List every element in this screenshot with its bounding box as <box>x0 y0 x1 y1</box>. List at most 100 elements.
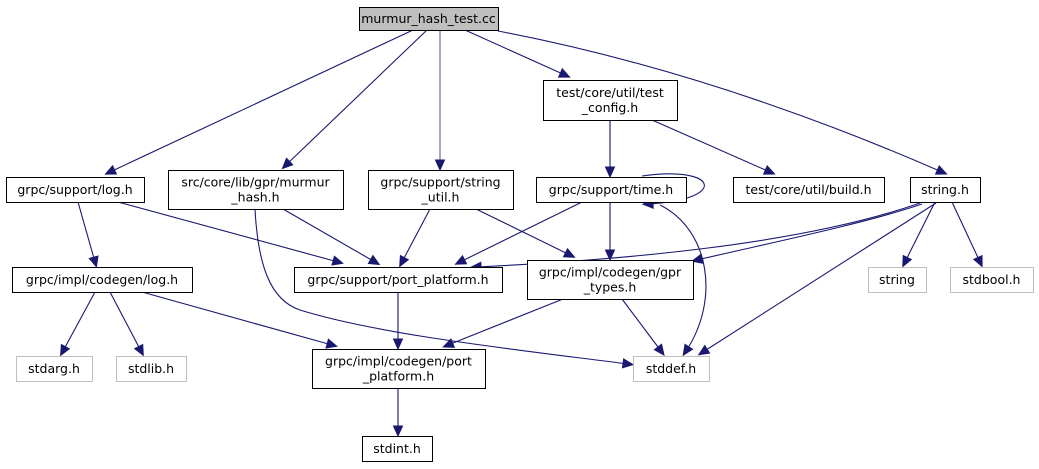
arrowhead-icon <box>399 254 410 268</box>
node-label: test/core/util/build.h <box>745 182 871 197</box>
node-label: _types.h <box>583 280 637 295</box>
arrowhead-icon <box>104 164 118 175</box>
edge-line <box>464 29 566 76</box>
node-box <box>633 356 710 382</box>
arrowhead-icon <box>690 253 704 264</box>
node-box <box>312 349 486 389</box>
node-box <box>733 177 885 203</box>
node-box <box>12 267 193 293</box>
node-box <box>168 170 344 210</box>
node-box <box>950 267 1034 293</box>
arrowhead-icon <box>653 343 665 356</box>
arrowhead-icon <box>392 425 404 438</box>
node-label: stdint.h <box>373 441 421 456</box>
arrowhead-icon <box>454 254 468 265</box>
node-label: grpc/support/log.h <box>17 182 132 197</box>
node-label: grpc/impl/codegen/port <box>325 354 472 369</box>
edge-line <box>904 201 936 263</box>
edge-line <box>109 29 414 173</box>
node-label: _config.h <box>581 100 638 115</box>
arrowhead-icon <box>682 343 694 357</box>
arrowhead-icon <box>972 254 983 268</box>
node-label: _platform.h <box>362 369 434 384</box>
node-test-config-h[interactable]: test/core/util/test_config.h <box>543 80 678 121</box>
edge-line <box>254 208 629 365</box>
node-stdlib-h: stdlib.h <box>116 356 187 382</box>
edge-root-to-murmur-hash-h <box>281 29 428 170</box>
edge-line <box>659 204 707 352</box>
edge-line <box>621 298 662 352</box>
edge-root-to-test-config-h <box>464 29 571 78</box>
node-label: stdarg.h <box>28 361 80 376</box>
arrowhead-icon <box>331 255 344 266</box>
node-label: grpc/support/time.h <box>549 182 673 197</box>
node-codegen-log-h[interactable]: grpc/impl/codegen/log.h <box>12 267 193 293</box>
node-box <box>294 267 503 293</box>
node-box <box>527 260 694 300</box>
edge-string-util-h-to-gpr-types-h <box>475 208 576 258</box>
node-box <box>543 80 678 121</box>
edge-string-h-to-stdbool-h <box>951 201 983 268</box>
node-port-platform-h[interactable]: grpc/support/port_platform.h <box>294 267 503 293</box>
node-label: stdlib.h <box>128 361 174 376</box>
node-stddef-h: stddef.h <box>633 356 710 382</box>
node-codegen-port-platform-h[interactable]: grpc/impl/codegen/port_platform.h <box>312 349 486 389</box>
arrowhead-icon <box>604 249 616 262</box>
arrowhead-icon <box>934 164 948 175</box>
edge-string-h-to-stddef-h <box>697 202 937 356</box>
node-murmur-hash-h[interactable]: src/core/lib/gpr/murmur_hash.h <box>168 170 344 210</box>
edge-line <box>109 291 142 352</box>
node-box <box>368 170 514 210</box>
edges-layer <box>60 29 983 438</box>
edge-line <box>447 298 564 346</box>
edge-codegen-log-h-to-stdlib-h <box>109 291 144 357</box>
node-box <box>6 177 145 203</box>
edge-gpr-types-h-to-codegen-port-platform-h <box>442 298 564 348</box>
edge-gpr-types-h-to-stddef-h <box>621 298 665 356</box>
arrowhead-icon <box>621 358 635 369</box>
node-label: test/core/util/test <box>556 85 664 100</box>
edge-line <box>951 201 981 263</box>
node-box <box>362 436 433 462</box>
arrowhead-icon <box>557 67 571 78</box>
edge-murmur-hash-h-to-stddef-h <box>254 208 635 369</box>
node-time-h[interactable]: grpc/support/time.h <box>536 177 687 203</box>
edge-time-h-to-port-platform-h <box>454 201 583 265</box>
edge-line <box>141 291 333 346</box>
node-box <box>868 267 927 293</box>
node-gpr-types-h[interactable]: grpc/impl/codegen/gpr_types.h <box>527 260 694 300</box>
node-string-util-h[interactable]: grpc/support/string_util.h <box>368 170 514 210</box>
arrowhead-icon <box>434 159 446 172</box>
edge-string-h-to-string <box>902 201 936 268</box>
edge-line <box>117 201 339 263</box>
edge-codegen-port-platform-h-to-stdint-h <box>392 388 404 438</box>
node-label: stddef.h <box>646 361 696 376</box>
edge-line <box>651 119 771 173</box>
arrowhead-icon <box>367 254 381 266</box>
node-root[interactable]: murmur_hash_test.cc <box>359 7 499 31</box>
node-label: _hash.h <box>230 190 279 205</box>
arrowhead-icon <box>604 166 616 179</box>
node-stdint-h[interactable]: stdint.h <box>362 436 433 462</box>
edge-time-h-to-stddef-h <box>659 204 707 357</box>
node-label: string.h <box>921 182 969 197</box>
edge-codegen-log-h-to-codegen-port-platform-h <box>141 291 338 349</box>
arrowhead-icon <box>697 344 711 356</box>
edge-root-to-string-util-h <box>434 30 446 172</box>
edge-string-util-h-to-port-platform-h <box>399 208 431 268</box>
node-label: grpc/impl/codegen/log.h <box>26 272 178 287</box>
node-build-h[interactable]: test/core/util/build.h <box>733 177 885 203</box>
node-string-h[interactable]: string.h <box>910 177 981 203</box>
node-stdarg-h: stdarg.h <box>16 356 93 382</box>
node-box <box>16 356 93 382</box>
edge-root-to-log-h <box>104 29 414 175</box>
arrowhead-icon <box>88 255 99 268</box>
edge-line <box>77 201 96 263</box>
node-box <box>116 356 187 382</box>
nodes-layer: murmur_hash_test.cc grpc/support/log.h src… <box>6 7 1034 462</box>
node-log-h[interactable]: grpc/support/log.h <box>6 177 145 203</box>
node-label: grpc/impl/codegen/gpr <box>539 265 682 280</box>
node-label: grpc/support/string <box>380 175 500 190</box>
arrowhead-icon <box>442 338 456 348</box>
